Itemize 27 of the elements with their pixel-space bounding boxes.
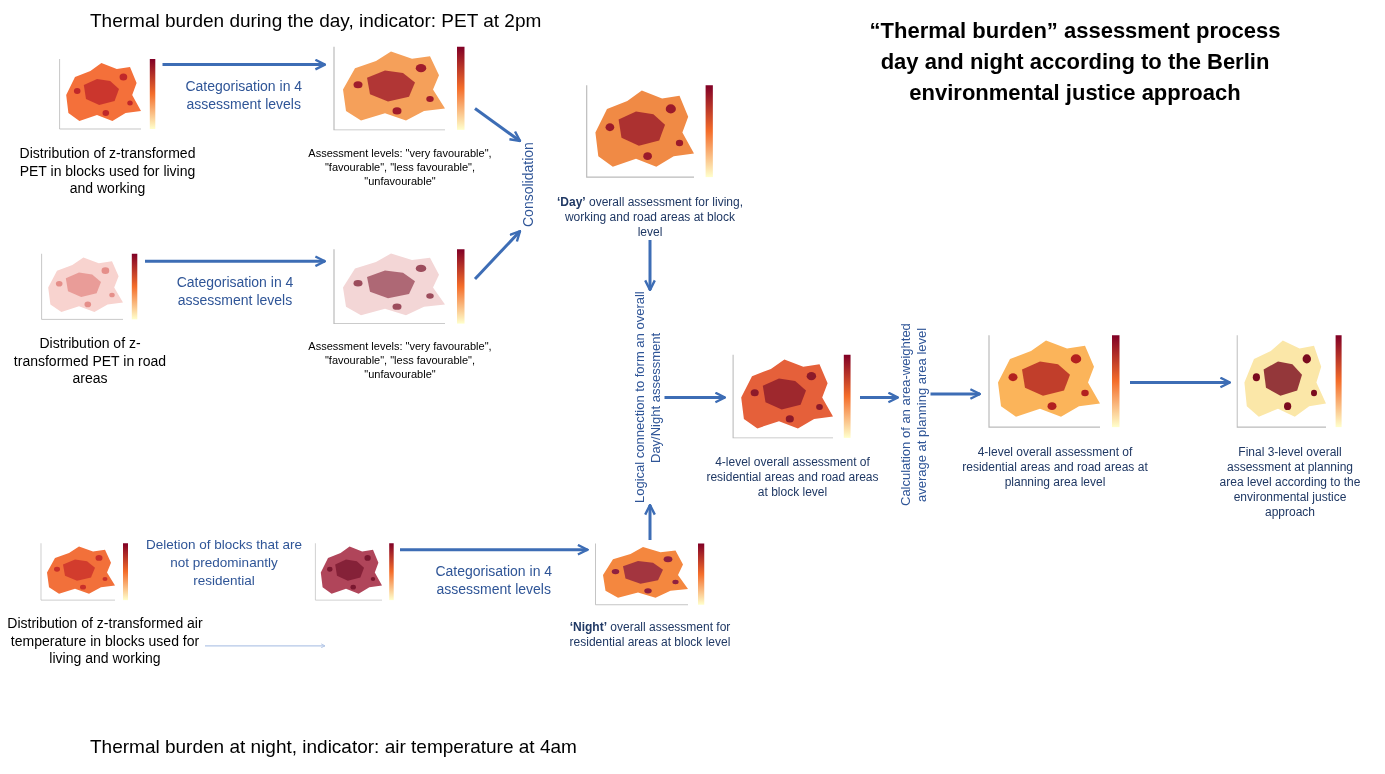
arrow <box>930 388 982 400</box>
map-caption: Distribution of z-transformed air temperature in blocks used for living and working <box>6 615 204 668</box>
arrow <box>1130 376 1232 389</box>
map-caption: Final 3-level overall assessment at planning area level according to the environmental justice approach <box>1218 445 1362 520</box>
arrow <box>860 391 900 404</box>
step-label: Deletion of blocks that are not predominantly residential <box>144 536 304 591</box>
step-label: Calculation of an area-weighted average at planning area level <box>898 310 931 520</box>
map-caption: 4-level overall assessment of residential areas and road areas at block level <box>705 455 880 500</box>
map-caption: Distribution of z-transformed PET in blocks used for living and working <box>18 145 197 198</box>
step-label: Consolidation <box>520 130 538 240</box>
arrow <box>664 391 727 404</box>
arrow <box>400 543 589 556</box>
section-heading: Thermal burden during the day, indicator: PET at 2pm <box>90 10 543 32</box>
map-caption: Assessment levels: "very favourable", "favourable", "less favourable", "unfavourable" <box>307 340 493 382</box>
arrow <box>145 255 327 268</box>
map-caption: ‘Night’ overall assessment for residential areas at block level <box>568 620 732 650</box>
step-label: Logical connection to form an overall Day/Night assessment <box>632 290 665 505</box>
title: “Thermal burden” assessment process day and night according to the Berlin environmental justice approach <box>868 17 1282 107</box>
arrow <box>644 503 656 540</box>
map-caption: Distribution of z-transformed PET in road areas <box>12 335 168 388</box>
section-heading: Thermal burden at night, indicator: air temperature at 4am <box>90 736 578 758</box>
map-caption: ‘Day’ overall assessment for living, working and road areas at block level <box>555 195 745 240</box>
arrow <box>162 58 327 71</box>
map-caption: 4-level overall assessment of residential areas and road areas at planning area level <box>961 445 1149 490</box>
arrow <box>204 643 326 649</box>
map-caption: Assessment levels: "very favourable", "favourable", "less favourable", "unfavourable" <box>307 147 493 189</box>
arrow <box>644 240 656 292</box>
